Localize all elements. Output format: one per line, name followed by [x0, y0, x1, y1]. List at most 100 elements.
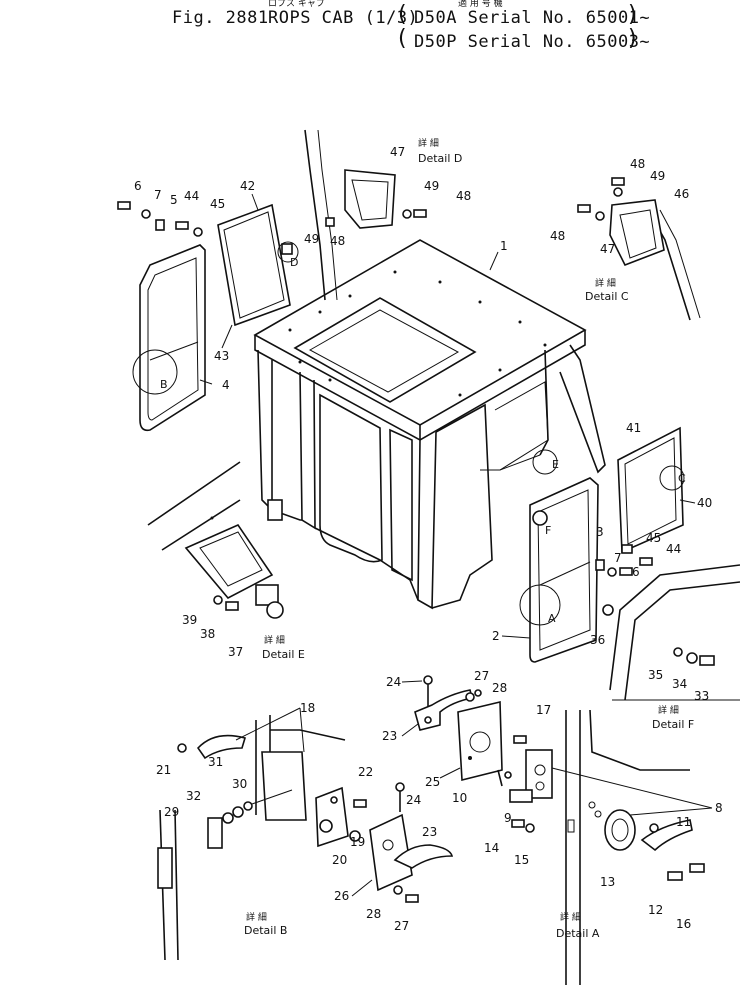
serial-bracket-left-2: (: [398, 26, 407, 51]
part-12-label: 12: [648, 903, 663, 917]
detail-f-jp: 詳 細: [658, 704, 679, 716]
part-27b-label: 27: [394, 919, 409, 933]
washer-7: [607, 567, 617, 577]
part-18-label: 18: [300, 701, 315, 715]
part-25-label: 25: [425, 775, 440, 789]
part-31-label: 31: [208, 755, 223, 769]
right-door: [519, 477, 599, 663]
part-48c-label: 48: [630, 157, 645, 171]
part-37-label: 37: [228, 645, 243, 659]
detail-b-jp: 詳 細: [246, 911, 267, 923]
serial-bracket-right: ): [628, 2, 637, 27]
part-4-label: 4: [222, 378, 230, 392]
detail-d-caption: Detail D: [418, 152, 462, 165]
part-39-label: 39: [182, 613, 197, 627]
detail-e-drawing: [147, 461, 284, 619]
part-24b-label: 24: [406, 793, 421, 807]
hardware-6-7-5: [117, 201, 203, 237]
callout-c: C: [678, 472, 686, 485]
part-24-label: 24: [386, 675, 401, 689]
part-7b-label: 7: [614, 551, 622, 565]
bolt-6: [619, 567, 633, 576]
part-44b-label: 44: [666, 542, 681, 556]
serial-d50p: D50P Serial No. 65003~: [414, 32, 651, 52]
part-42-label: 42: [240, 179, 255, 193]
detail-d-jp: 詳 細: [418, 137, 439, 149]
part-5-label: 5: [170, 193, 178, 207]
detail-b-caption: Detail B: [244, 924, 287, 937]
detail-e-caption: Detail E: [262, 648, 305, 661]
part-2-label: 2: [492, 629, 500, 643]
part-7-label: 7: [154, 188, 162, 202]
callout-f: F: [545, 524, 551, 537]
serial-bracket-left: (: [398, 2, 407, 27]
applicable-japanese: 適 用 号 機: [458, 0, 503, 9]
window-42: [217, 203, 299, 327]
detail-d-drawing: [304, 129, 427, 301]
detail-a-drawing: [497, 709, 713, 985]
serial-d50a: D50A Serial No. 65001~: [414, 8, 651, 28]
part-41-label: 41: [626, 421, 641, 435]
part-21-label: 21: [156, 763, 171, 777]
part-1-label: 1: [500, 239, 508, 253]
part-36-label: 36: [590, 633, 605, 647]
detail-c-jp: 詳 細: [595, 277, 616, 289]
handle-assembly: [369, 675, 503, 903]
detail-f-drawing: [602, 564, 740, 701]
detail-c-drawing: [577, 177, 701, 321]
part-26-label: 26: [334, 889, 349, 903]
part-48d-label: 48: [550, 229, 565, 243]
part-23b-label: 23: [422, 825, 437, 839]
part-6b-label: 6: [632, 565, 640, 579]
detail-c-caption: Detail C: [585, 290, 629, 303]
part-43-label: 43: [214, 349, 229, 363]
part-6-label: 6: [134, 179, 142, 193]
part-48b-label: 48: [330, 234, 345, 248]
part-17-label: 17: [536, 703, 551, 717]
part-32-label: 32: [186, 789, 201, 803]
callout-e: E: [552, 458, 559, 471]
detail-e-jp: 詳 細: [264, 634, 285, 646]
part-27-label: 27: [474, 669, 489, 683]
detail-b-drawing: [157, 707, 367, 961]
hinge-3: [595, 559, 605, 571]
callout-a: A: [548, 612, 556, 625]
part-45b-label: 45: [646, 531, 661, 545]
part-48-label: 48: [456, 189, 471, 203]
figure-title: ROPS CAB (1/3): [268, 8, 419, 28]
hinge-45: [621, 544, 633, 554]
part-29-label: 29: [164, 805, 179, 819]
part-45-label: 45: [210, 197, 225, 211]
part-14-label: 14: [484, 841, 499, 855]
part-3-label: 3: [596, 525, 604, 539]
part-11-label: 11: [676, 815, 691, 829]
detail-a-jp: 詳 細: [560, 911, 581, 923]
cab-frame: [253, 239, 606, 610]
bolt-44: [639, 557, 653, 566]
part-8-label: 8: [715, 801, 723, 815]
part-35-label: 35: [648, 668, 663, 682]
part-10-label: 10: [452, 791, 467, 805]
callout-d: D: [290, 256, 298, 269]
detail-f-caption: Detail F: [652, 718, 694, 731]
left-door: [132, 244, 206, 432]
part-49-label: 49: [424, 179, 439, 193]
part-40-label: 40: [697, 496, 712, 510]
title-japanese: ロプス キャブ: [268, 0, 325, 9]
callout-b: B: [160, 378, 168, 391]
figure-label: Fig. 2881: [172, 8, 269, 28]
part-16-label: 16: [676, 917, 691, 931]
part-23-label: 23: [382, 729, 397, 743]
part-47c-label: 47: [600, 242, 615, 256]
part-46-label: 46: [674, 187, 689, 201]
serial-bracket-right-2: ): [628, 26, 637, 51]
part-44-label: 44: [184, 189, 199, 203]
detail-a-caption: Detail A: [556, 927, 600, 940]
part-13-label: 13: [600, 875, 615, 889]
part-33-label: 33: [694, 689, 709, 703]
part-49c-label: 49: [650, 169, 665, 183]
part-15-label: 15: [514, 853, 529, 867]
part-19-label: 19: [350, 835, 365, 849]
